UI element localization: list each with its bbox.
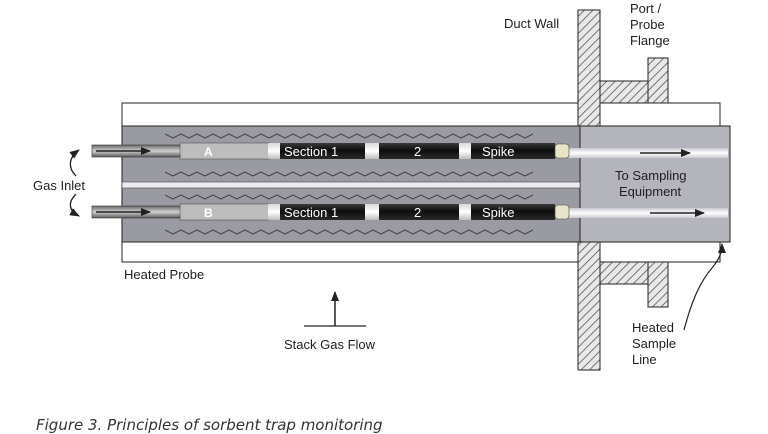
band-a-2 [365, 143, 379, 159]
band-a-3 [459, 143, 471, 159]
tip-b [554, 204, 570, 220]
tube-a-label: A [204, 145, 213, 159]
sample-line-label-1: Heated [632, 320, 674, 335]
spike-label-a: Spike [482, 144, 515, 159]
section-2-label-a: 2 [414, 144, 421, 159]
heater-zigzag-1 [164, 133, 534, 139]
heater-zigzag-4 [164, 229, 534, 235]
tip-a [554, 143, 570, 159]
spike-a [471, 143, 555, 159]
heater-zigzag-3 [164, 194, 534, 200]
tube-b-label: B [204, 206, 213, 220]
train-separator [121, 181, 581, 189]
to-sampling-label-1: To Sampling [615, 168, 687, 183]
heater-zigzag-2 [164, 171, 534, 177]
sample-line-leader [683, 243, 726, 331]
sampling-chamber [579, 125, 731, 243]
glass-tube-b [179, 203, 271, 221]
section-1-b [280, 204, 365, 220]
gas-inlet-label: Gas Inlet [33, 178, 85, 193]
band-b-1 [268, 204, 280, 220]
sorbent-trap-a [91, 142, 570, 160]
section-2-a [379, 143, 459, 159]
to-sampling-label-2: Equipment [619, 184, 682, 199]
section-1-label-a: Section 1 [284, 144, 338, 159]
port-flange-label-2: Probe [630, 17, 665, 32]
section-2-label-b: 2 [414, 205, 421, 220]
stack-gas-flow-label: Stack Gas Flow [284, 337, 376, 352]
flow-channel-b [568, 208, 728, 218]
band-a-1 [268, 143, 280, 159]
duct-wall-label: Duct Wall [504, 16, 559, 31]
heated-probe-label: Heated Probe [124, 267, 204, 282]
flange-bottom [599, 261, 649, 285]
spike-label-b: Spike [482, 205, 515, 220]
sorbent-trap-diagram: Duct Wall Port / Probe Flange Gas Inlet … [33, 1, 731, 371]
port-flange-label-3: Flange [630, 33, 670, 48]
gas-inlet-arrow-down [69, 193, 80, 217]
spike-b [471, 204, 555, 220]
port-flange-label-1: Port / [630, 1, 661, 16]
gas-inlet-arrow-up [69, 149, 80, 177]
glass-tube-a [179, 142, 271, 160]
flange-top-cap [647, 57, 669, 104]
figure-caption: Figure 3. Principles of sorbent trap mon… [36, 416, 383, 434]
band-b-2 [365, 204, 379, 220]
sorbent-trap-b [91, 203, 570, 221]
sample-line-label-3: Line [632, 352, 657, 367]
sample-line-label-2: Sample [632, 336, 676, 351]
flange-top [599, 80, 649, 104]
section-1-label-b: Section 1 [284, 205, 338, 220]
section-1-a [280, 143, 365, 159]
band-b-3 [459, 204, 471, 220]
section-2-b [379, 204, 459, 220]
flange-bottom-cap [647, 261, 669, 308]
